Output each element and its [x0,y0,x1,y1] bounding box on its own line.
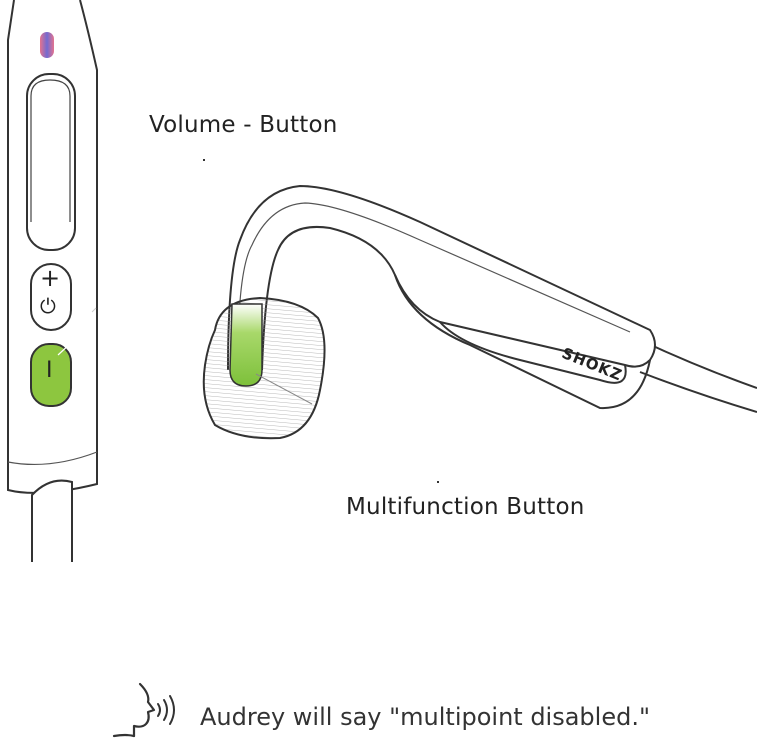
side-panel-seam [7,451,98,466]
vol-pointer-line [91,307,97,313]
transducer-pad [202,296,326,440]
housing-body [439,321,627,384]
side-cable [31,479,73,562]
cable-right [639,339,757,413]
multifunction-button-side [30,343,72,407]
multifunction-button-label: Multifunction Button [346,494,585,520]
led-indicator [40,32,54,58]
voice-prompt-text: Audrey will say "multipoint disabled." [200,703,650,731]
volume-label-tick [203,159,205,161]
housing-bottom [394,274,651,410]
hook-band-outer [227,184,656,371]
mfb-symbol: I [46,358,53,383]
hook-band-inner [237,202,631,361]
power-symbol: ⏻ [40,294,56,318]
speaking-head-icon [112,682,175,738]
mfb-leader-line [255,373,313,405]
mfb-pointer-line [57,341,73,356]
volume-rocker-inner [30,79,71,222]
multifunction-button-earpiece [229,303,263,387]
multifunction-label-tick [437,481,439,483]
volume-rocker [26,73,76,251]
plus-symbol: + [40,264,61,292]
volume-button-label: Volume - Button [149,112,338,138]
volume-plus-button [30,263,72,331]
